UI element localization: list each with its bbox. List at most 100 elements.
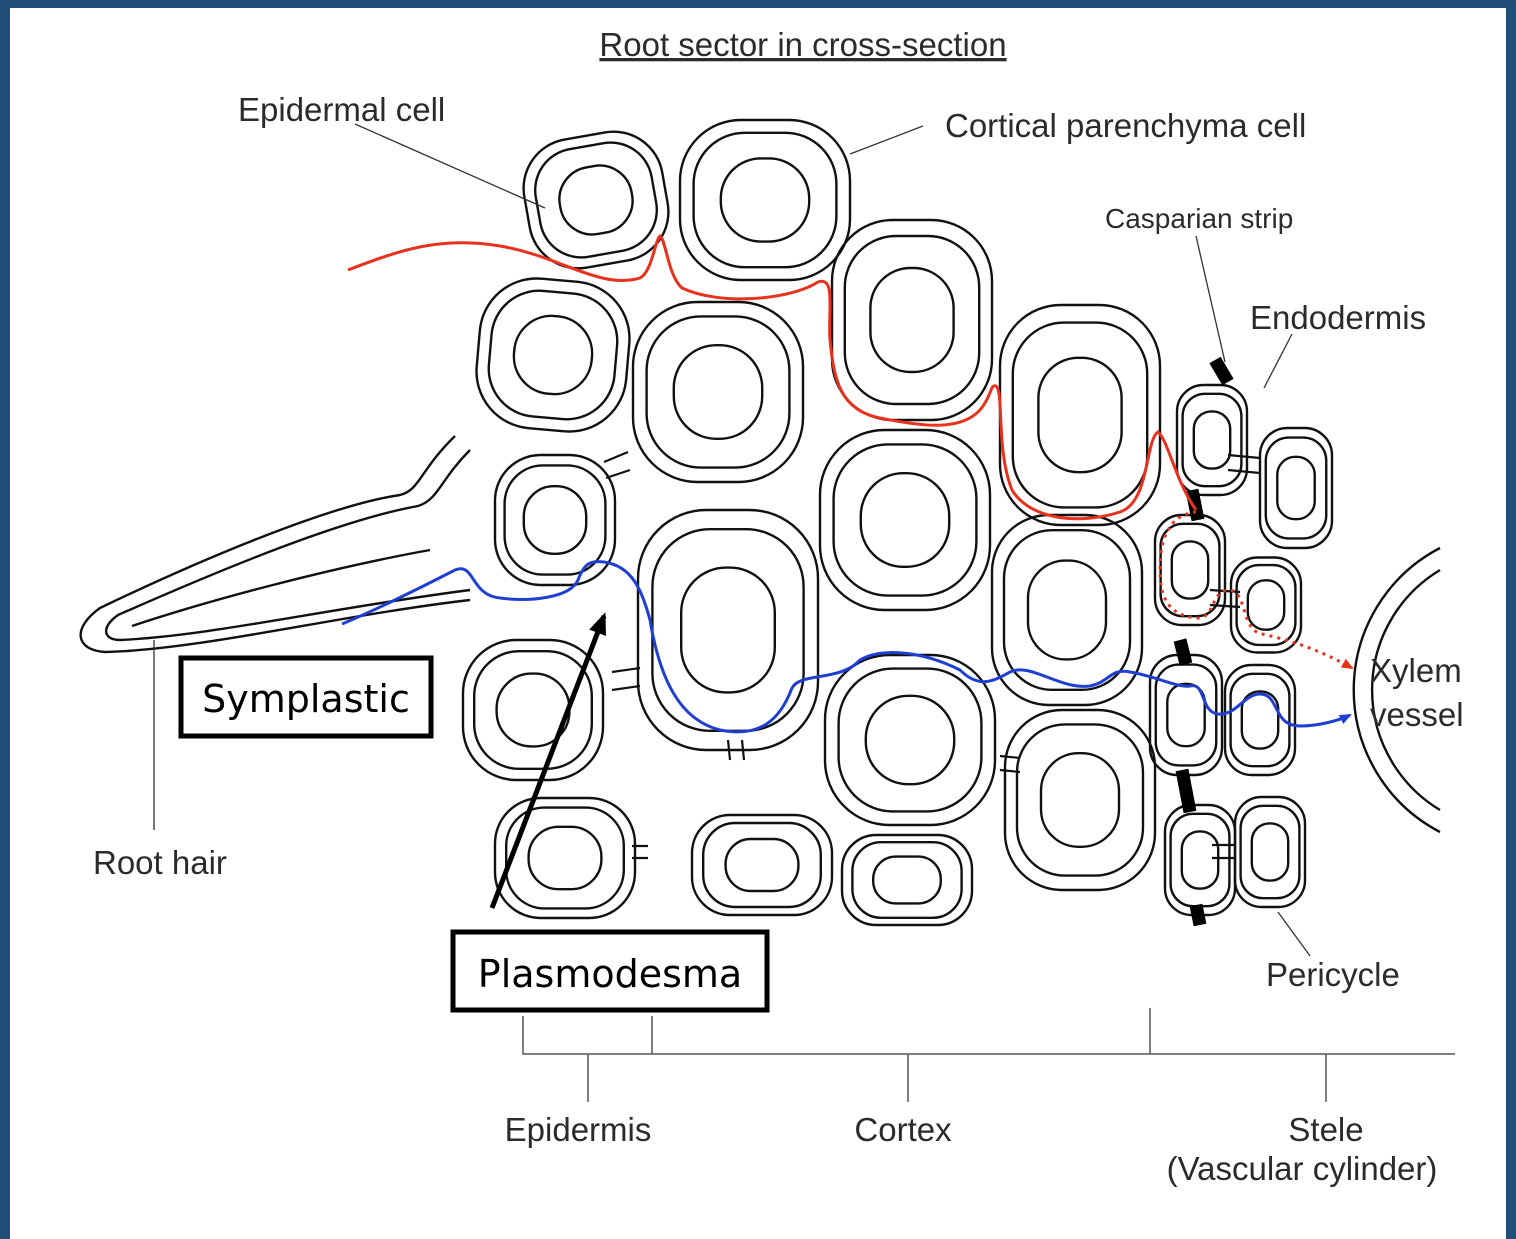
cell-wall	[495, 455, 615, 585]
cell-24	[1235, 797, 1305, 907]
label-xylem-line2: vessel	[1370, 696, 1464, 733]
leader-lines	[154, 124, 1310, 956]
cell-6	[1000, 305, 1160, 525]
cell-wall	[472, 274, 635, 437]
cell-9	[820, 430, 990, 610]
region-epidermis: Epidermis	[505, 1111, 652, 1148]
cell-wall	[1017, 724, 1143, 875]
cell-vacuole	[861, 473, 949, 567]
cell-23	[1165, 805, 1235, 915]
cell-4	[633, 302, 803, 482]
cell-wall	[495, 798, 635, 918]
cell-vacuole	[524, 486, 586, 554]
cell-wall	[485, 287, 622, 424]
slide-panel: Root sector in cross-section	[10, 8, 1506, 1239]
plasmodesma-pointer-arrow	[492, 616, 604, 908]
label-endodermis: Endodermis	[1250, 299, 1426, 336]
root-cross-section-diagram: Root sector in cross-section	[10, 8, 1506, 1239]
cell-wall	[1161, 524, 1220, 616]
cell-wall	[820, 430, 990, 610]
cell-vacuole	[681, 568, 775, 693]
label-epidermal-cell: Epidermal cell	[238, 91, 445, 128]
symplastic-box-label: Symplastic	[202, 677, 410, 721]
cell-10	[992, 515, 1142, 705]
cell-wall	[474, 651, 592, 769]
cell-vacuole	[726, 839, 799, 891]
plasmodesma-box-label: Plasmodesma	[478, 952, 742, 996]
cell-wall	[1266, 438, 1326, 539]
region-stele-line1: Stele	[1288, 1111, 1363, 1148]
cell-13	[1005, 710, 1155, 890]
label-casparian-strip: Casparian strip	[1105, 203, 1293, 234]
cell-vacuole	[1252, 823, 1288, 880]
apoplastic-path	[348, 236, 1196, 519]
cell-vacuole	[674, 345, 762, 439]
cell-16	[842, 835, 972, 925]
label-xylem-line1: Xylem	[1370, 652, 1462, 689]
cell-wall	[529, 136, 664, 264]
cell-21	[1150, 655, 1222, 775]
xylem-vessel-shape	[1354, 548, 1440, 832]
cell-wall	[680, 120, 850, 280]
cell-vacuole	[1038, 358, 1121, 472]
cell-wall	[992, 515, 1142, 705]
cell-vacuole	[1167, 684, 1204, 746]
cell-vacuole	[554, 160, 637, 239]
casparian-strip-bands	[1180, 360, 1228, 925]
cell-wall	[692, 815, 832, 915]
cell-wall	[633, 302, 803, 482]
diagram-title: Root sector in cross-section	[599, 26, 1006, 63]
cell-wall	[1013, 323, 1147, 508]
root-hair-shape	[81, 436, 470, 652]
cell-11	[463, 640, 603, 780]
cell-18	[1260, 428, 1332, 548]
cell-wall	[834, 444, 977, 595]
region-stele-line2: (Vascular cylinder)	[1167, 1150, 1438, 1187]
cell-wall	[852, 842, 961, 918]
cell-vacuole	[866, 696, 954, 784]
cell-17	[1177, 385, 1247, 495]
cell-wall	[694, 133, 837, 267]
cell-wall	[1004, 530, 1130, 690]
cell-wall	[1171, 814, 1230, 906]
cell-wall	[703, 823, 821, 907]
cell-3	[472, 274, 635, 437]
cell-wall	[1005, 710, 1155, 890]
cell-wall	[505, 465, 606, 574]
cell-wall	[1237, 565, 1296, 645]
cell-wall	[825, 655, 995, 825]
label-pericycle: Pericycle	[1266, 956, 1400, 993]
cell-8	[638, 510, 818, 750]
label-cortical-cell: Cortical parenchyma cell	[945, 107, 1306, 144]
cell-2	[680, 120, 850, 280]
cell-vacuole	[870, 268, 953, 372]
cell-vacuole	[1182, 831, 1218, 888]
cell-wall	[1241, 806, 1300, 898]
cell-vacuole	[1194, 411, 1230, 468]
cell-vacuole	[511, 313, 596, 398]
cell-vacuole	[1172, 541, 1208, 598]
cell-7	[495, 455, 615, 585]
cell-wall	[832, 220, 992, 420]
cell-14	[495, 798, 635, 918]
cell-wall	[1000, 305, 1160, 525]
cell-vacuole	[873, 857, 941, 904]
cell-wall	[463, 640, 603, 780]
region-scale-bar	[523, 1008, 1455, 1102]
cell-wall	[839, 669, 982, 812]
symplastic-path	[342, 562, 1350, 732]
cell-vacuole	[1248, 580, 1284, 629]
cell-vacuole	[529, 827, 602, 889]
cell-vacuole	[1041, 753, 1119, 847]
cell-12	[825, 655, 995, 825]
cell-19	[1155, 515, 1225, 625]
cell-wall	[652, 529, 803, 731]
cell-wall	[1231, 674, 1290, 766]
cell-vacuole	[1277, 457, 1314, 519]
cell-15	[692, 815, 832, 915]
cell-vacuole	[721, 158, 809, 241]
cell-5	[832, 220, 992, 420]
cell-wall	[638, 510, 818, 750]
region-cortex: Cortex	[854, 1111, 952, 1148]
label-root-hair: Root hair	[93, 844, 227, 881]
